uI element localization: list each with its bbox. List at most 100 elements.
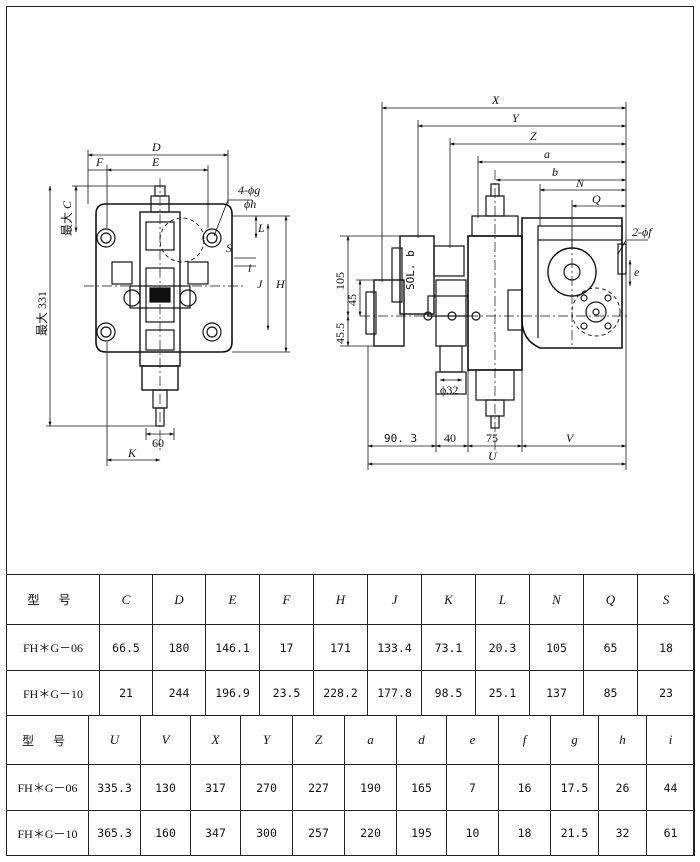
header-cell: V — [140, 715, 191, 765]
right-view-dimensions — [340, 102, 648, 470]
value-cell: 105 — [529, 624, 584, 671]
header-cell: N — [529, 574, 584, 625]
label-max-c: 最大 C — [60, 200, 74, 236]
value-cell: 18 — [498, 810, 551, 856]
header-cell: F — [259, 574, 314, 625]
value-cell: 18 — [637, 624, 695, 671]
value-cell: 228.2 — [313, 670, 368, 716]
value-cell: 65 — [583, 624, 638, 671]
label-40: 40 — [444, 431, 456, 445]
value-cell: 130 — [140, 764, 191, 811]
value-cell: 16 — [498, 764, 551, 811]
value-cell: 133.4 — [367, 624, 422, 671]
value-cell: 196.9 — [205, 670, 260, 716]
label-E: E — [151, 155, 160, 169]
header-cell: d — [396, 715, 447, 765]
header-cell: Q — [583, 574, 638, 625]
value-cell: 257 — [292, 810, 345, 856]
header-cell: H — [313, 574, 368, 625]
header-model: 型 号 — [6, 715, 89, 765]
label-F: F — [95, 155, 104, 169]
label-phi32: ϕ32 — [440, 383, 458, 397]
label-2-phi-f: 2-ϕf — [632, 225, 653, 239]
value-cell: 23 — [637, 670, 695, 716]
model-cell: FH＊G－10 — [6, 670, 100, 716]
left-view — [84, 178, 246, 450]
value-cell: 85 — [583, 670, 638, 716]
value-cell: 244 — [152, 670, 206, 716]
value-cell: 335.3 — [88, 764, 141, 811]
label-K: K — [127, 446, 137, 460]
label-b: b — [552, 165, 558, 179]
value-cell: 23.5 — [259, 670, 314, 716]
value-cell: 20.3 — [475, 624, 530, 671]
header-cell: i — [646, 715, 695, 765]
value-cell: 21.5 — [550, 810, 599, 856]
value-cell: 25.1 — [475, 670, 530, 716]
table-header-row: 型 号 U V X Y Z a d e f g h i — [6, 715, 695, 765]
value-cell: 66.5 — [99, 624, 153, 671]
label-e: e — [634, 265, 640, 279]
value-cell: 165 — [396, 764, 447, 811]
header-cell: Y — [240, 715, 293, 765]
label-sol-b: SOL. b — [404, 250, 417, 290]
label-J: J — [257, 277, 263, 291]
header-cell: e — [446, 715, 499, 765]
value-cell: 171 — [313, 624, 368, 671]
value-cell: 7 — [446, 764, 499, 811]
header-cell: K — [421, 574, 476, 625]
model-cell: FH＊G－06 — [6, 764, 89, 811]
model-cell: FH＊G－10 — [6, 810, 89, 856]
table-row: FH＊G－06 335.3 130 317 270 227 190 165 7 … — [6, 764, 695, 811]
label-45-5: 45.5 — [333, 323, 347, 344]
label-phi-h: ϕh — [244, 197, 256, 211]
value-cell: 270 — [240, 764, 293, 811]
header-cell: a — [344, 715, 397, 765]
value-cell: 10 — [446, 810, 499, 856]
table-row: FH＊G－10 365.3 160 347 300 257 220 195 10… — [6, 810, 695, 856]
value-cell: 98.5 — [421, 670, 476, 716]
label-i: i — [248, 261, 251, 275]
label-75: 75 — [486, 431, 498, 445]
label-N: N — [575, 176, 585, 190]
left-view-labels: D E F 最大 C 最大 331 4-ϕg ϕh S L i J H 60 K — [35, 140, 286, 460]
label-X: X — [491, 93, 500, 107]
label-S: S — [226, 241, 232, 255]
model-cell: FH＊G－06 — [6, 624, 100, 671]
label-L: L — [257, 221, 265, 235]
label-Q: Q — [592, 192, 601, 206]
value-cell: 300 — [240, 810, 293, 856]
header-cell: g — [550, 715, 599, 765]
header-model: 型 号 — [6, 574, 100, 625]
header-cell: f — [498, 715, 551, 765]
label-45: 45 — [345, 294, 359, 306]
header-cell: E — [205, 574, 260, 625]
value-cell: 17.5 — [550, 764, 599, 811]
value-cell: 73.1 — [421, 624, 476, 671]
header-cell: D — [152, 574, 206, 625]
drawing-frame — [6, 6, 694, 856]
value-cell: 21 — [99, 670, 153, 716]
header-cell: h — [598, 715, 647, 765]
header-cell: C — [99, 574, 153, 625]
table-header-row: 型 号 C D E F H J K L N Q S — [6, 574, 695, 625]
right-view-labels: X Y Z a b N Q 2-ϕf e 105 45 45.5 SOL. b … — [333, 93, 653, 463]
label-90-3: 90. 3 — [384, 432, 417, 445]
label-60: 60 — [152, 436, 164, 450]
label-4-phi-g: 4-ϕg — [238, 183, 260, 197]
value-cell: 61 — [646, 810, 695, 856]
value-cell: 17 — [259, 624, 314, 671]
header-cell: S — [637, 574, 695, 625]
value-cell: 26 — [598, 764, 647, 811]
value-cell: 220 — [344, 810, 397, 856]
spec-table-1: 型 号 C D E F H J K L N Q S FH＊G－06 66.5 1… — [6, 574, 695, 716]
header-cell: X — [190, 715, 241, 765]
header-cell: L — [475, 574, 530, 625]
label-U: U — [488, 449, 498, 463]
label-a: a — [544, 147, 550, 161]
value-cell: 227 — [292, 764, 345, 811]
right-view — [360, 170, 630, 450]
spec-table-2: 型 号 U V X Y Z a d e f g h i FH＊G－06 335.… — [6, 715, 695, 856]
value-cell: 195 — [396, 810, 447, 856]
value-cell: 177.8 — [367, 670, 422, 716]
